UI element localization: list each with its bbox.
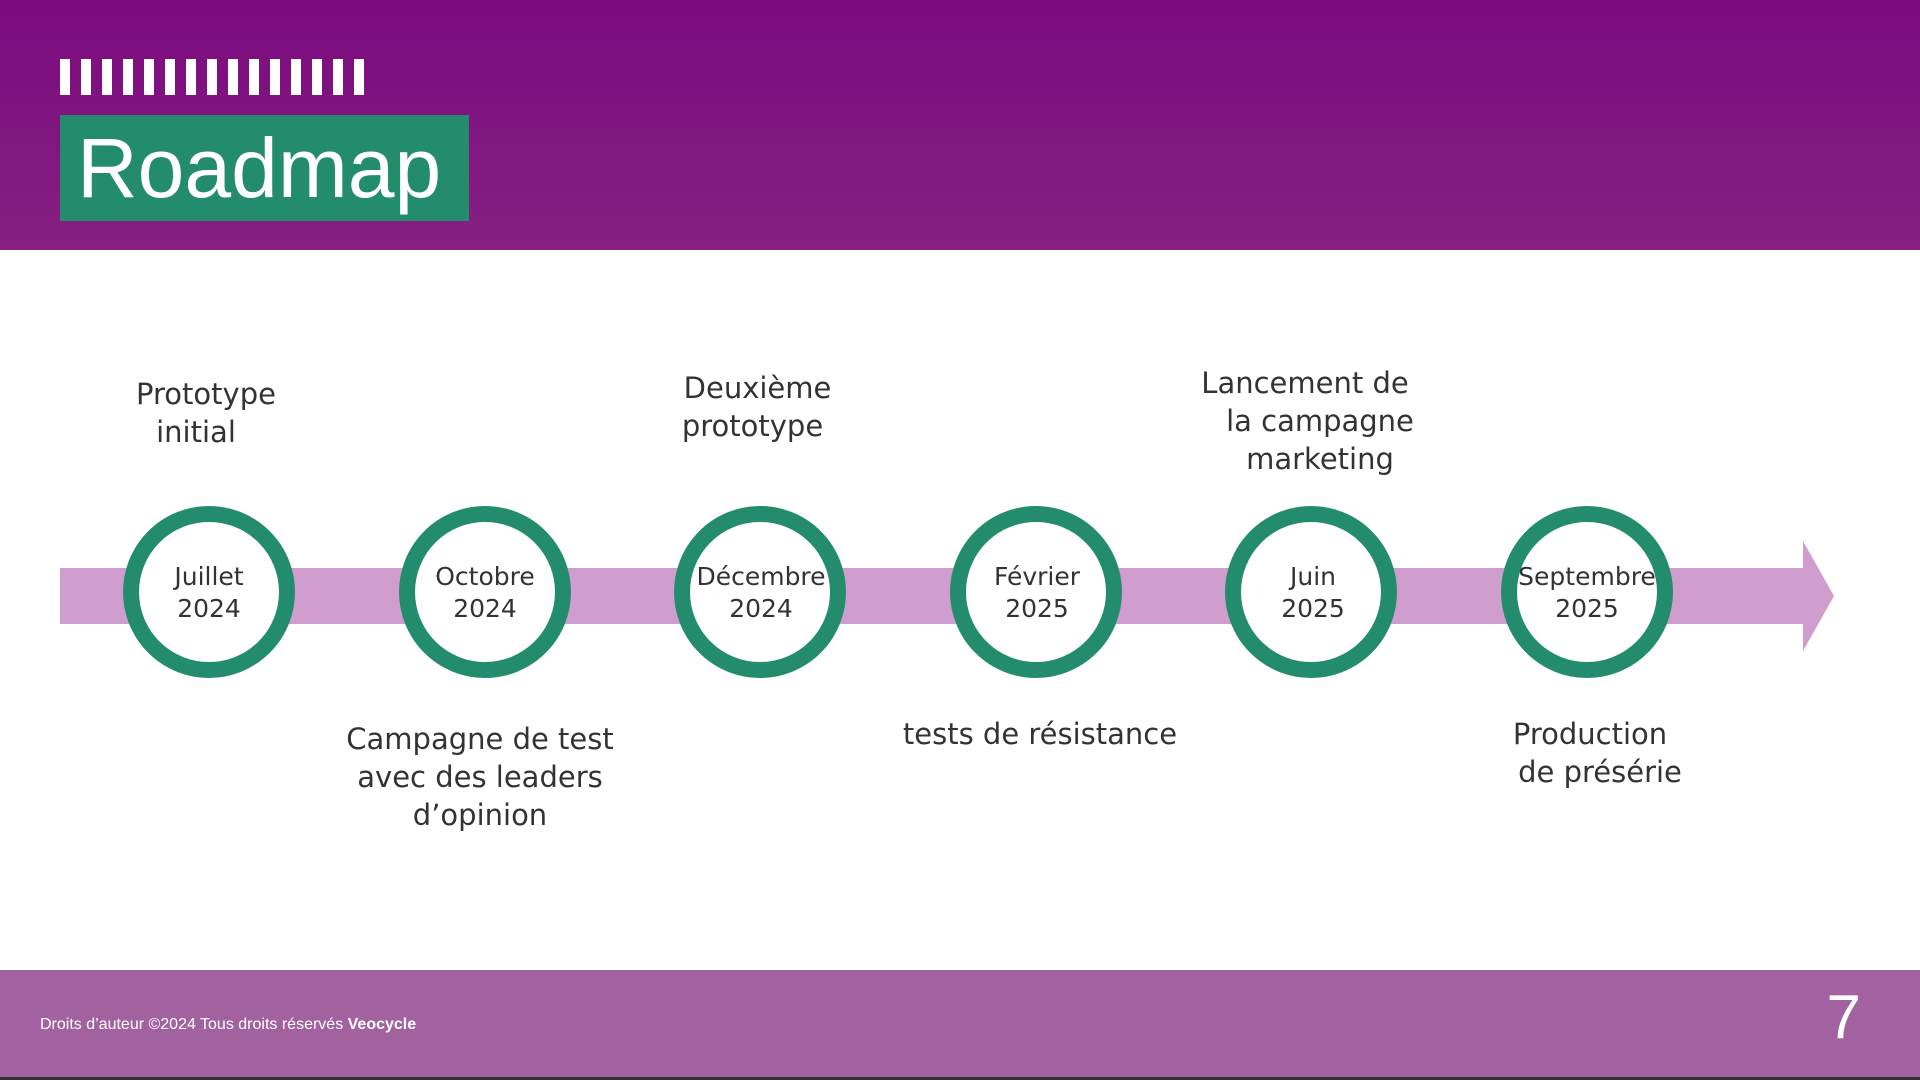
decorative-stripes: [60, 59, 364, 95]
milestone-year: 2025: [1005, 594, 1069, 623]
milestone-ring-4: [950, 506, 1122, 678]
milestone-month: Février: [993, 562, 1081, 591]
event-production-preserie: Production de présérie: [1512, 717, 1682, 789]
event-lancement-campagne: Lancement de la campagne marketing: [1201, 366, 1414, 476]
milestone-year: 2024: [453, 594, 517, 623]
copyright-notice: Droits d’auteur ©2024 Tous droits réserv…: [40, 1014, 416, 1036]
milestone-ring-3: [674, 506, 846, 678]
milestone-date-5: Juin 2025: [1238, 561, 1388, 625]
milestone-date-4: Février 2025: [962, 561, 1112, 625]
milestone-year: 2025: [1555, 594, 1619, 623]
milestone-month: Décembre: [696, 562, 826, 591]
event-deuxieme-prototype: Deuxième prototype: [681, 371, 832, 443]
copyright-text: Droits d’auteur ©2024 Tous droits réserv…: [40, 1016, 348, 1033]
milestone-ring-5: [1225, 506, 1397, 678]
milestone-date-3: Décembre 2024: [686, 561, 836, 625]
page-number: 7: [1826, 983, 1861, 1052]
milestone-date-2: Octobre 2024: [410, 561, 560, 625]
milestone-month: Juin: [1289, 562, 1336, 591]
footer-divider: [0, 1077, 1920, 1080]
milestone-ring-1: [123, 506, 295, 678]
page-title: Roadmap: [77, 121, 442, 215]
milestone-ring-2: [399, 506, 571, 678]
event-campagne-test: Campagne de test avec des leaders d’opin…: [346, 722, 614, 832]
milestone-month: Octobre: [435, 562, 535, 591]
milestone-year: 2025: [1281, 594, 1345, 623]
milestone-year: 2024: [729, 594, 793, 623]
title-box: Roadmap: [60, 115, 469, 221]
footer-band: [0, 970, 1920, 1077]
event-prototype-initial: Prototype initial: [136, 377, 276, 449]
header-band: Roadmap: [0, 0, 1920, 250]
milestone-date-6: Septembre 2025: [1512, 561, 1662, 625]
milestone-month: Septembre: [1518, 562, 1656, 591]
brand-name: Veocycle: [347, 1016, 417, 1033]
milestone-year: 2024: [177, 594, 241, 623]
milestone-date-1: Juillet 2024: [134, 561, 284, 625]
milestone-month: Juillet: [174, 562, 244, 591]
event-tests-resistance: tests de résistance: [902, 717, 1178, 751]
milestone-ring-6: [1501, 506, 1673, 678]
